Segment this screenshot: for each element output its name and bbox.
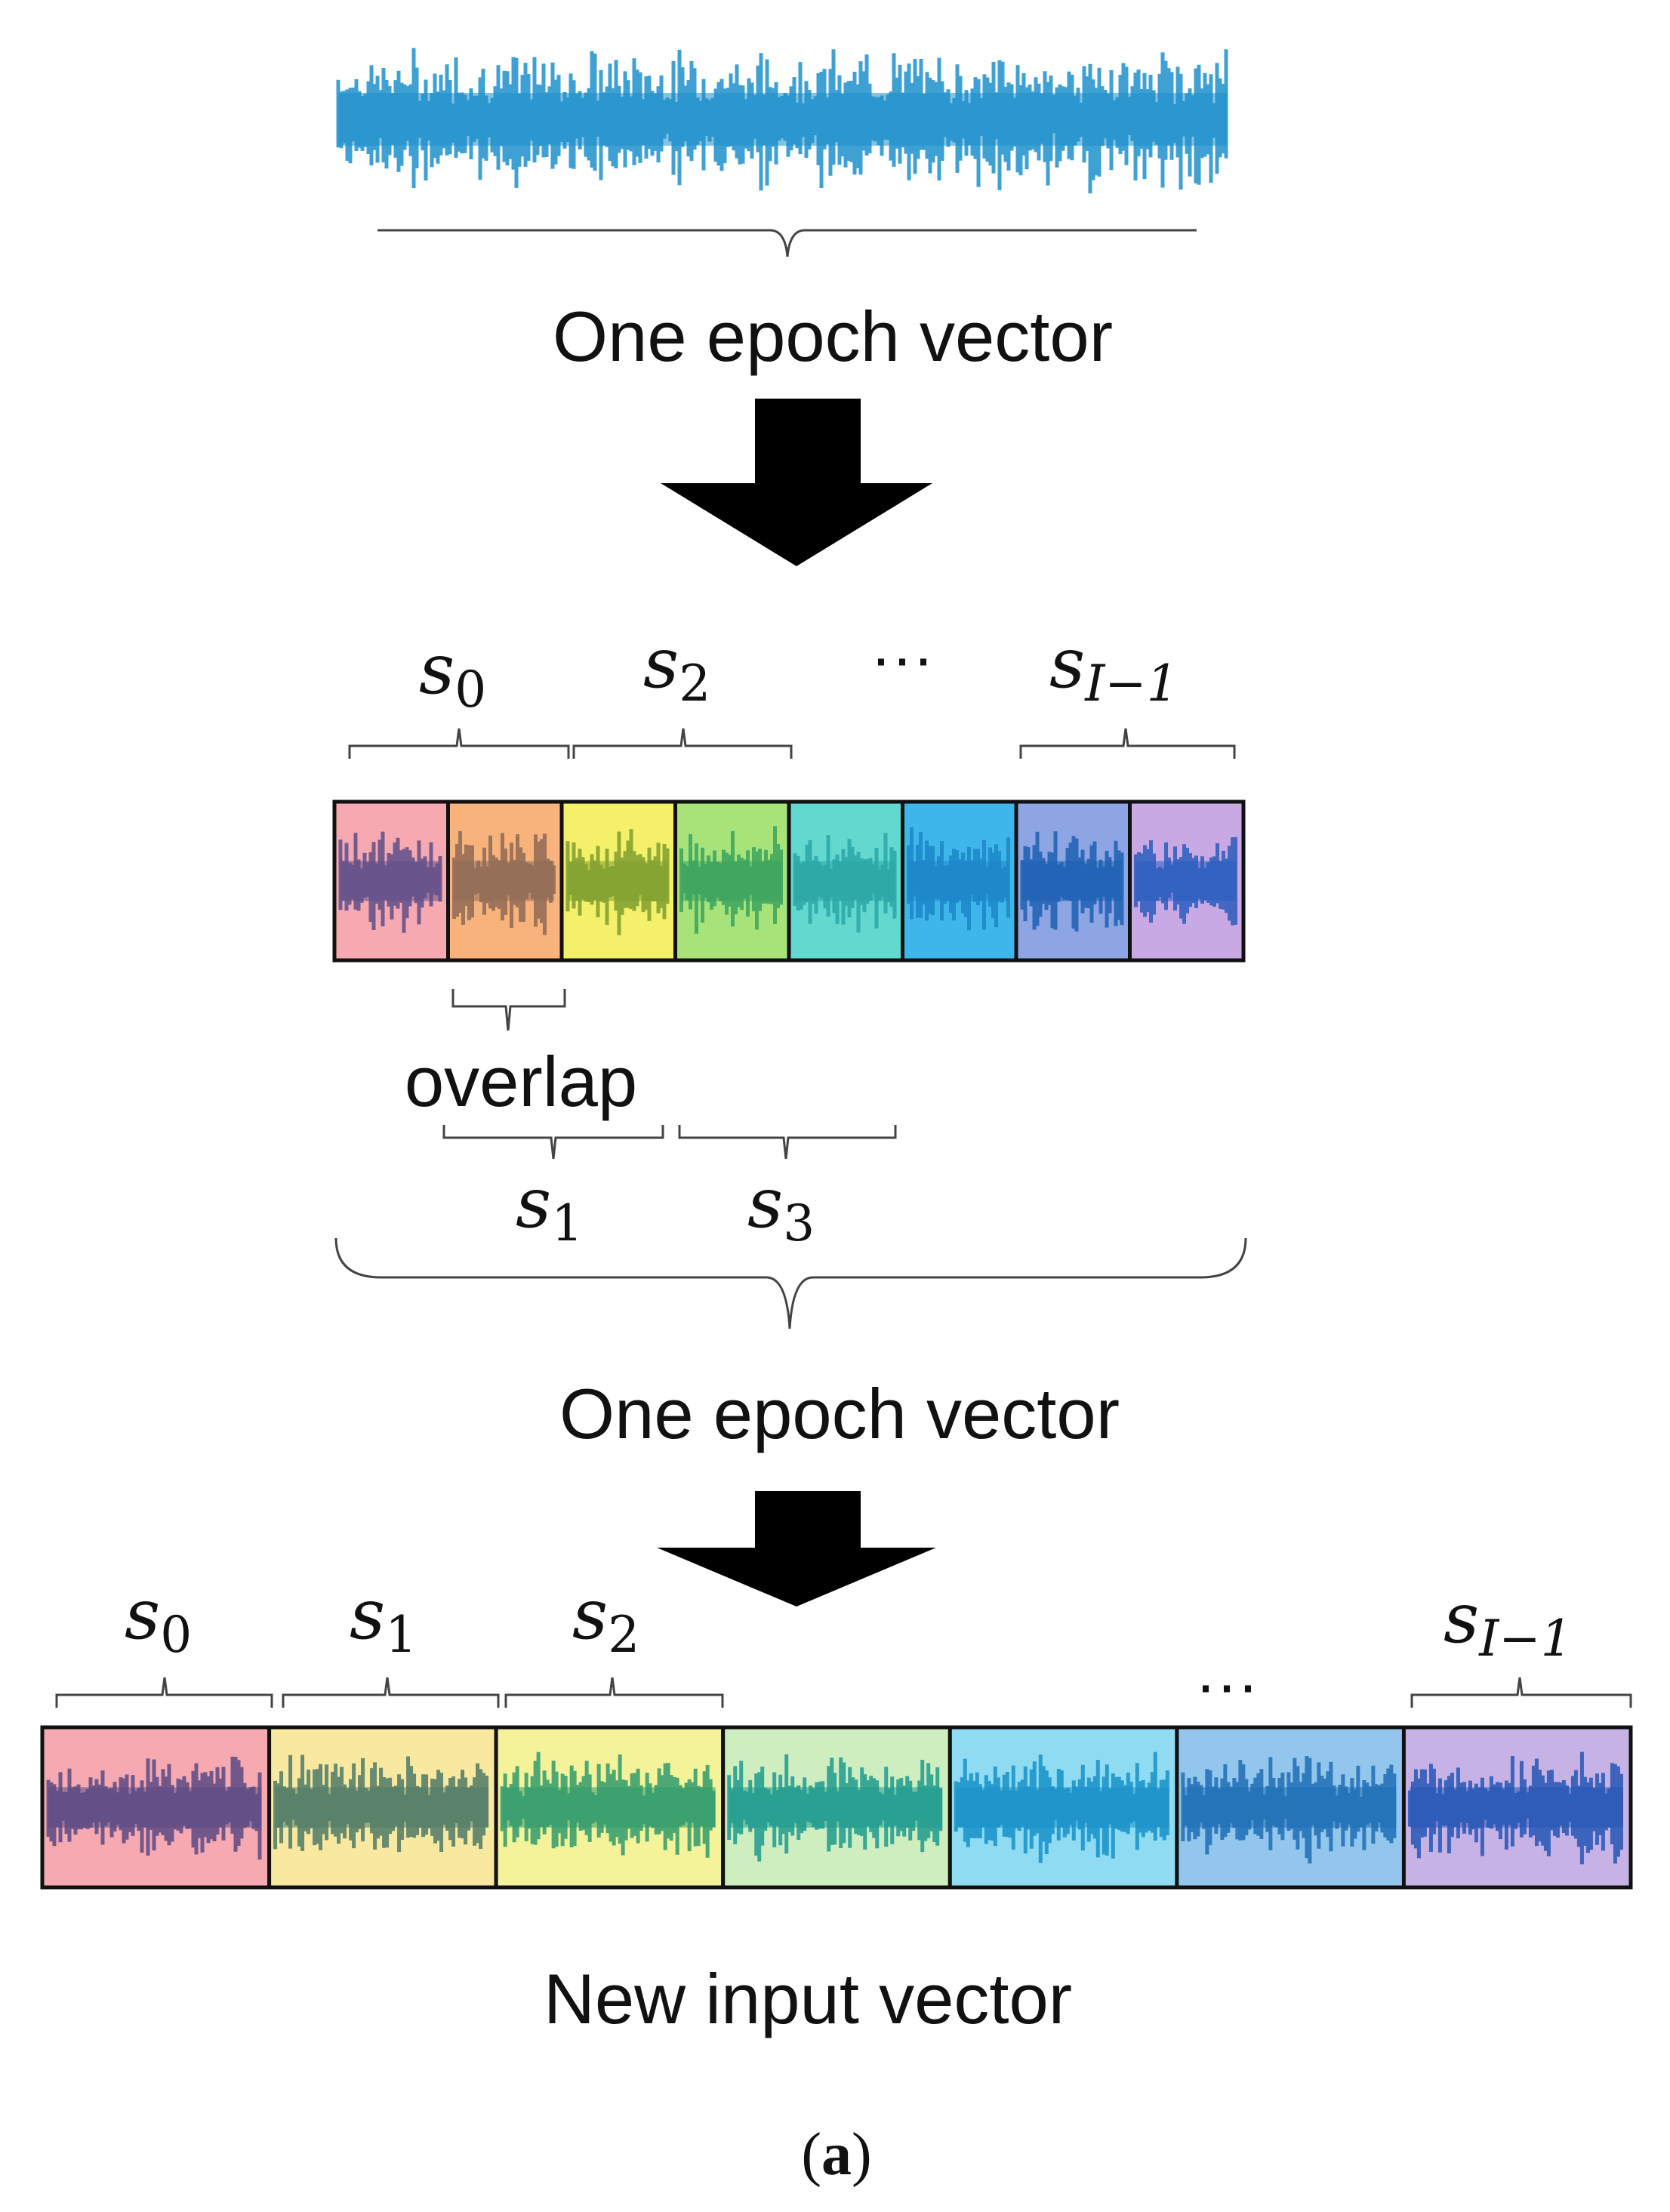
overlapping-segment-strip <box>332 799 1246 963</box>
brace-s1-row2 <box>282 1677 500 1708</box>
top-caption: One epoch vector <box>553 297 1113 376</box>
down-arrow-2 <box>657 1491 936 1607</box>
label-s1-row2: s1 <box>350 1574 417 1664</box>
epoch-waveform <box>336 48 1228 194</box>
row2-segment-wave-2-core <box>502 1787 716 1828</box>
row2-segment-wave-6-core <box>1410 1787 1623 1828</box>
brace-sI-row1 <box>1019 728 1236 759</box>
overlap-brace <box>451 989 566 1031</box>
label-s0-row2: s0 <box>125 1574 192 1664</box>
epoch-waveform-trace-core <box>338 93 1227 146</box>
panel-label: (a) <box>801 2121 871 2188</box>
row1-strip-frame <box>332 799 1246 963</box>
row1-segment-wave-2-core <box>568 861 668 901</box>
row2-segment-wave-3-core <box>729 1787 943 1828</box>
label-s3-row1: s3 <box>747 1163 815 1252</box>
row1-segment-wave-6-core <box>1022 861 1123 901</box>
row1-segment-wave-0-core <box>340 861 441 901</box>
label-s2-row2: s2 <box>572 1574 639 1664</box>
label-sI-row2: sI−1 <box>1444 1578 1573 1668</box>
bottom-caption: New input vector <box>544 1959 1072 2038</box>
row2-segment-wave-4-core <box>956 1787 1169 1828</box>
new-input-strip <box>40 1725 1633 1890</box>
row1-segment-wave-5-core <box>908 861 1009 901</box>
label-s1-row1: s1 <box>516 1163 583 1252</box>
row1-segment-wave-1-core <box>454 861 554 901</box>
row2-strip-frame <box>40 1725 1633 1890</box>
brace-sI-row2 <box>1410 1677 1632 1708</box>
brace-s2-row1 <box>572 728 793 759</box>
brace-s0-row1 <box>348 728 570 759</box>
brace-s3-row1 <box>678 1125 897 1160</box>
row1-segment-wave-7-core <box>1135 861 1236 901</box>
row2-segment-wave-5-core <box>1182 1787 1397 1828</box>
label-s0-row1: s0 <box>419 629 486 719</box>
row2-segment-wave-0-core <box>48 1787 262 1828</box>
brace-s1-row1 <box>442 1125 664 1160</box>
label-sI-row1: sI−1 <box>1049 623 1179 713</box>
down-arrow-1 <box>661 399 932 566</box>
row1-segment-wave-3-core <box>681 861 781 901</box>
brace-s0-row2 <box>55 1677 273 1708</box>
epoch-brace-middle <box>334 1237 1247 1329</box>
row2-segment-wave-1-core <box>275 1787 489 1828</box>
brace-s2-row2 <box>504 1677 724 1708</box>
row1-segment-wave-4-core <box>795 861 895 901</box>
ellipsis-row2: ··· <box>1195 1649 1259 1720</box>
middle-caption: One epoch vector <box>559 1374 1120 1453</box>
ellipsis-row1: ··· <box>870 622 934 693</box>
label-s2-row1: s2 <box>643 623 710 713</box>
epoch-brace-top <box>377 229 1197 257</box>
overlap-label: overlap <box>405 1042 637 1121</box>
